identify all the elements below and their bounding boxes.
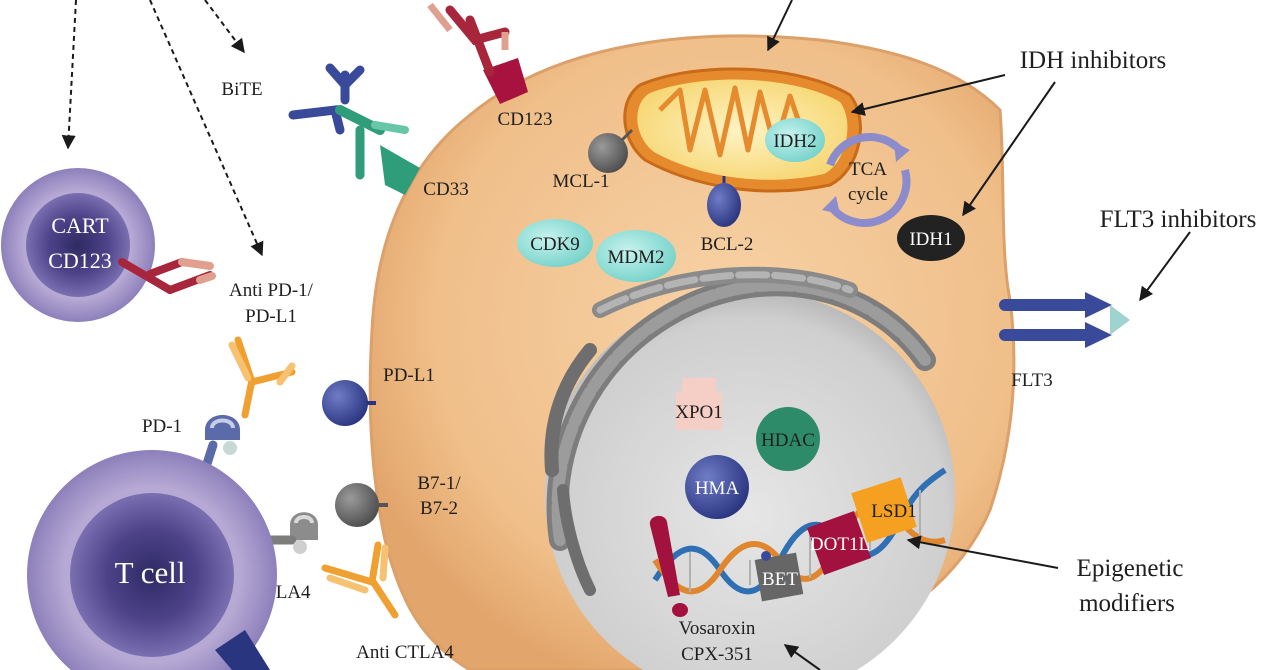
anti-ctla4-antibody xyxy=(321,541,399,619)
bcl2-sphere xyxy=(707,183,741,227)
tca-label-line2: cycle xyxy=(848,184,888,205)
cpx351-label: CPX-351 xyxy=(681,644,753,665)
xpo1-transporter xyxy=(676,378,722,430)
cart-label-line2: CD123 xyxy=(48,248,112,273)
mcl1-sphere xyxy=(588,133,628,173)
cart-label-line1: CART xyxy=(51,213,109,238)
hma-sphere xyxy=(685,455,749,519)
cart-cell xyxy=(1,168,155,322)
mdm2-label: MDM2 xyxy=(607,247,664,268)
bet-label: BET xyxy=(762,569,798,590)
vosaroxin-label: Vosaroxin xyxy=(679,618,756,639)
flt3-label: FLT3 xyxy=(1011,370,1053,391)
hma-label: HMA xyxy=(695,478,740,499)
idh1-label: IDH1 xyxy=(909,229,952,250)
idh2-label: IDH2 xyxy=(773,131,816,152)
lsd1-enzyme xyxy=(851,477,917,543)
xpo1-label: XPO1 xyxy=(675,402,723,423)
flt3-receptor xyxy=(999,292,1130,348)
b7-label-line2: B7-2 xyxy=(420,498,458,519)
b7-label-line1: B7-1/ xyxy=(417,473,461,494)
solid-arrows xyxy=(767,0,1191,670)
dashed-arrows xyxy=(61,0,264,257)
cd123-receptor xyxy=(427,2,528,104)
mcl1-label: MCL-1 xyxy=(553,171,610,192)
hdac-enzyme xyxy=(756,407,820,471)
idh-inhibitors-label: IDH inhibitors xyxy=(1020,47,1167,74)
epigenetic-label-line1: Epigenetic xyxy=(1077,555,1184,582)
t-cell xyxy=(27,450,277,670)
pdl1-label: PD-L1 xyxy=(383,365,435,386)
dot1l-label: DOT1L xyxy=(810,534,870,555)
b7-sphere xyxy=(335,483,379,527)
pd1-label: PD-1 xyxy=(142,416,182,437)
cdk9-label: CDK9 xyxy=(530,234,580,255)
anti-pd1-label-line2: PD-L1 xyxy=(245,306,297,327)
anti-ctla4-label: Anti CTLA4 xyxy=(356,642,454,663)
bite-label: BiTE xyxy=(221,79,262,100)
cdk9-protein xyxy=(517,219,593,267)
idh2-enzyme xyxy=(765,118,825,162)
cd123-top-label: CD123 xyxy=(498,109,553,130)
flt3-inhibitors-label: FLT3 inhibitors xyxy=(1100,206,1257,233)
cd33-label: CD33 xyxy=(423,179,468,200)
tca-label-line1: TCA xyxy=(849,159,887,180)
anti-pd1-label-line1: Anti PD-1/ xyxy=(229,280,314,301)
vosaroxin-drug-icon xyxy=(649,515,688,617)
mdm2-protein xyxy=(596,230,676,282)
epigenetic-label-line2: modifiers xyxy=(1079,590,1175,617)
bcl2-label: BCL-2 xyxy=(701,234,754,255)
bet-protein xyxy=(754,552,804,602)
anti-pd1-antibody xyxy=(228,336,296,419)
cd33-receptor xyxy=(380,145,420,195)
pdl1-sphere xyxy=(322,380,368,426)
pd1-receptor xyxy=(200,415,240,475)
cart-receptor xyxy=(118,258,216,294)
idh1-enzyme xyxy=(897,215,965,261)
lsd1-label: LSD1 xyxy=(871,501,916,522)
dot1l-enzyme xyxy=(806,510,872,576)
hdac-label: HDAC xyxy=(761,430,815,451)
tcell-label: T cell xyxy=(115,555,186,590)
bite-antibody xyxy=(288,63,409,180)
nucleus xyxy=(544,266,955,670)
tca-cycle-arrows xyxy=(822,133,911,227)
